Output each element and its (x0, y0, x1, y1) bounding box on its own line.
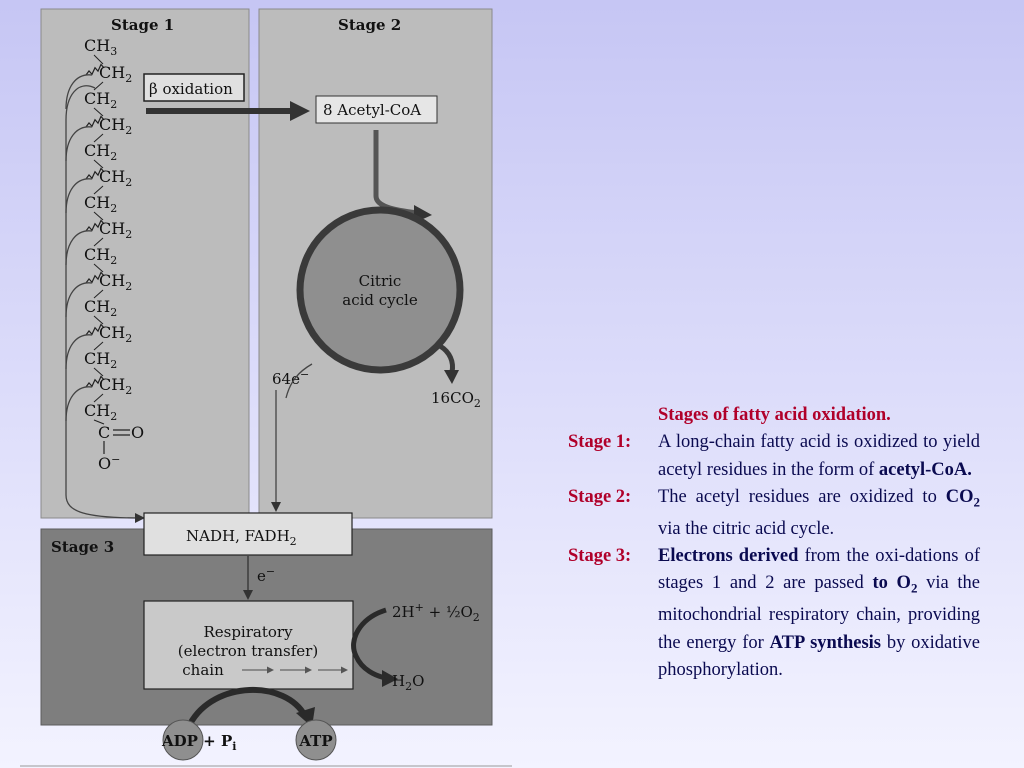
caption-stage1-label: Stage 1: (568, 432, 632, 453)
caption-stage3-label: Stage 3: (568, 546, 632, 567)
beta-oxidation-box (143, 73, 245, 102)
electrons-64-label: 64e− (272, 368, 309, 388)
oxygen-to-water-arrow (351, 607, 387, 681)
caption-stage2: Stage 2: The acetyl residues are oxidize… (568, 484, 980, 543)
chain-ch2: CH2 (84, 297, 117, 319)
chain-bond (93, 289, 104, 299)
chain-ch2: CH2 (84, 193, 117, 215)
chain-bond (93, 263, 104, 273)
co2-output-arrowhead (444, 370, 459, 384)
oxygen-input-label: 2H+ + ½O2 (392, 601, 480, 624)
nadh-label: NADH, FADH2 (186, 527, 297, 548)
carbonyl-oxygen: O (131, 423, 144, 442)
chain-ch2: CH2 (84, 349, 117, 371)
chain-bond (93, 159, 104, 169)
caption-stage2-label: Stage 2: (568, 486, 632, 507)
chain-ch2: CH2 (99, 115, 132, 137)
carboxyl-group: C O O− (98, 423, 144, 473)
caption-stage3-text: Electrons derived from the oxi-dations o… (658, 546, 981, 681)
chain-ch2: CH2 (84, 401, 117, 423)
stage2-title: Stage 2 (338, 16, 401, 34)
oxygen-to-water-arrowhead (382, 670, 398, 687)
carbonyl-carbon: C (98, 423, 110, 442)
figure-caption: Stages of fatty acid oxidation. Stage 1:… (568, 402, 980, 684)
atp-node (295, 719, 337, 761)
chain-bond (93, 107, 104, 117)
chain-bond (93, 341, 104, 351)
nadh-box (143, 512, 353, 556)
respiratory-line2: (electron transfer) (178, 642, 318, 660)
chain-ch2: CH2 (99, 167, 132, 189)
respiratory-chain-box (143, 600, 354, 690)
water-output-label: H2O (392, 672, 424, 693)
adp-node (162, 719, 204, 761)
caption-stage3: Stage 3: Electrons derived from the oxi-… (568, 543, 980, 684)
chain-ch2: CH2 (99, 63, 132, 85)
acetyl-coa-label: 8 Acetyl-CoA (323, 101, 421, 119)
citric-acid-cycle (296, 206, 464, 374)
cleavage-mark (85, 115, 105, 128)
chain-bond (93, 237, 104, 247)
respiratory-line1: Respiratory (203, 623, 293, 641)
adp-pi-label: ADP + Pi (161, 732, 236, 753)
stage1-title: Stage 1 (111, 16, 174, 34)
caption-stage1-text: A long-chain fatty acid is oxidized to y… (658, 432, 980, 480)
chain-bond (93, 185, 104, 195)
electron-label: e− (257, 565, 275, 585)
chain-ch2: CH2 (84, 245, 117, 267)
chain-ch3: CH3 (84, 36, 117, 58)
cleavage-mark (85, 271, 105, 284)
chain-ch2: CH2 (99, 375, 132, 397)
chain-bond (93, 81, 104, 91)
chain-bond (93, 393, 104, 403)
chain-bond (93, 419, 105, 425)
citric-label-line2: acid cycle (342, 291, 418, 309)
chain-ch2: CH2 (99, 219, 132, 241)
stage3-title: Stage 3 (51, 538, 114, 556)
atp-label: ATP (298, 732, 332, 750)
carboxylate-oxygen: O− (98, 453, 120, 473)
caption-title: Stages of fatty acid oxidation. (658, 405, 891, 425)
chain-to-nadh-arrow (65, 85, 145, 523)
chain-ch2: CH2 (99, 323, 132, 345)
chain-ch2: CH2 (84, 89, 117, 111)
beta-to-acetyl-arrow (146, 101, 310, 121)
electrons-from-cycle-line (285, 363, 313, 399)
cleavage-mark (85, 63, 105, 76)
acetyl-into-cycle-arrow (373, 130, 419, 216)
fatty-acid-chain: CH3CH2CH2CH2CH2CH2CH2CH2CH2CH2CH2CH2CH2C… (65, 36, 144, 473)
cleavage-mark (85, 375, 105, 388)
atp-synthesis-arrow (187, 686, 308, 726)
co2-output-label: 16CO2 (431, 389, 481, 410)
chain-bond (93, 133, 104, 143)
cleavage-mark (85, 323, 105, 336)
chain-bond (93, 315, 104, 325)
co2-output-arrow (438, 343, 455, 373)
chain-bond (93, 54, 104, 65)
chain-bond (93, 211, 104, 221)
cleavage-mark (85, 219, 105, 232)
chain-ch2: CH2 (99, 271, 132, 293)
citric-label-line1: Citric (359, 272, 402, 290)
acetyl-coa-box (315, 95, 438, 124)
caption-stage2-text: The acetyl residues are oxidized to CO2 … (658, 486, 980, 539)
caption-stage1: Stage 1: A long-chain fatty acid is oxid… (568, 429, 980, 484)
chain-bond (93, 367, 104, 377)
beta-oxidation-label: β oxidation (149, 80, 233, 98)
chain-ch2: CH2 (84, 141, 117, 163)
acetyl-release-arrow (65, 74, 93, 110)
cleavage-mark (85, 167, 105, 180)
respiratory-line3: chain (182, 661, 224, 679)
